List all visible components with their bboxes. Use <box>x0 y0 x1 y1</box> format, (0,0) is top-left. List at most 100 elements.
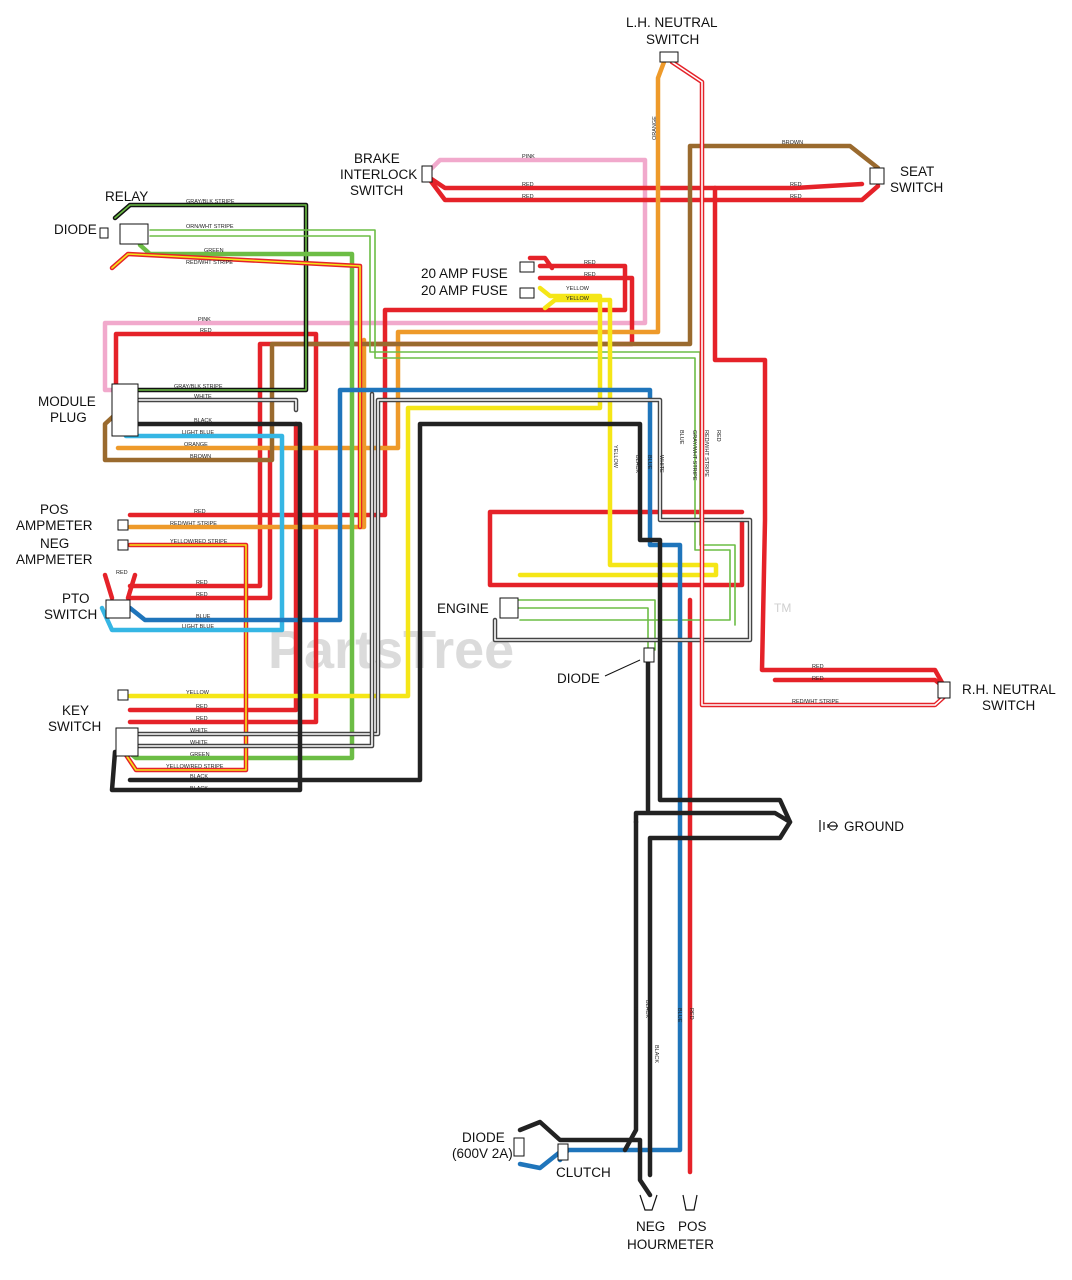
wire-label-white-key2: WHITE <box>190 740 208 746</box>
connectors <box>99 51 951 1211</box>
label-lh-neutral-2: SWITCH <box>646 32 699 47</box>
wire-label-black-h1: BLACK <box>632 1005 638 1023</box>
wire-label-red-wht-rh: RED/WHT STRIPE <box>792 699 839 705</box>
label-neg-amp-1: NEG <box>40 536 69 551</box>
wire-white-in <box>129 399 297 411</box>
wire-blue <box>127 387 683 1163</box>
label-hour-pos: POS <box>678 1219 707 1234</box>
wire-label-brown-m: BROWN <box>190 454 211 460</box>
connector-fuse-1 <box>519 261 535 273</box>
connector-lh-neutral <box>659 51 679 63</box>
wire-label-yellow-key: YELLOW <box>186 690 210 696</box>
wire-label-orange: ORANGE <box>652 116 658 140</box>
wire-black-key <box>127 421 793 1178</box>
wire-red-engine <box>487 509 745 588</box>
connector-diode <box>99 227 109 239</box>
wire-label-blue-pto: BLUE <box>196 614 211 620</box>
connector-neg-amp <box>117 539 129 551</box>
wire-red-key <box>127 421 299 713</box>
ground-symbol-icon <box>819 820 838 832</box>
wire-label-black-key2: BLACK <box>190 786 208 792</box>
wire-green-engine <box>514 599 656 651</box>
label-pto-1: PTO <box>62 591 90 606</box>
connector-engine-diode <box>643 647 655 663</box>
wire-label-blue-h: BLUE <box>676 1008 682 1023</box>
label-brake-1: BRAKE <box>354 151 400 166</box>
connector-rh-neutral <box>937 681 951 699</box>
label-brake-3: SWITCH <box>350 183 403 198</box>
wire-label-yellow-red-neg: YELLOW/RED STRIPE <box>170 539 228 545</box>
wire-red-pto <box>127 447 273 601</box>
trademark: TM <box>774 601 791 615</box>
wire-label-light-blue-m: LIGHT BLUE <box>182 430 214 436</box>
connector-hour-neg <box>639 1194 658 1211</box>
wire-label-red-wht: RED/WHT STRIPE <box>186 260 233 266</box>
label-diode600-2: (600V 2A) <box>452 1146 513 1161</box>
wire-green-engine2 <box>514 607 649 651</box>
wires <box>99 59 948 1198</box>
wire-label-yellow-f2: YELLOW <box>566 296 590 302</box>
wire-label-pink: PINK <box>522 154 535 160</box>
label-seat-1: SEAT <box>900 164 934 179</box>
wire-label-blue-v: BLUE <box>646 455 652 470</box>
wire-label-red-m: RED <box>200 328 212 334</box>
wire-brown <box>102 143 881 463</box>
wire-red-rh <box>772 677 948 691</box>
wire-label-green-key: GREEN <box>190 752 210 758</box>
wire-label-yellow-v: YELLOW <box>612 445 618 469</box>
wire-red-pto-top <box>102 572 115 601</box>
wire-label-white-v: WHITE <box>658 455 664 473</box>
wire-red-fuse <box>127 263 628 518</box>
wire-red-wht <box>669 59 948 708</box>
wire-red-fusetop <box>527 255 555 271</box>
wire-red-wht-in <box>671 61 946 706</box>
wire-label-red-rh2: RED <box>812 676 824 682</box>
wire-blue-clutch <box>517 1149 563 1171</box>
connector-seat <box>869 167 885 185</box>
wire-label-light-blue-pto: LIGHT BLUE <box>182 624 214 630</box>
wire-label-orn-wht: ORN/WHT STRIPE <box>186 224 234 230</box>
wire-label-yellow-f1: YELLOW <box>566 286 590 292</box>
wire-gray-blk-inner <box>114 204 307 391</box>
label-rh-neutral-2: SWITCH <box>982 698 1035 713</box>
wire-label-gray-wht-v: GRAY/WHT STRIPE <box>691 430 697 481</box>
connector-pto <box>105 599 131 619</box>
wire-label-red-rh1: RED <box>812 664 824 670</box>
wire-label-red-v: RED <box>715 430 721 442</box>
label-pto-2: SWITCH <box>44 607 97 622</box>
connector-clutch <box>557 1143 569 1161</box>
label-pos-amp-1: POS <box>40 502 69 517</box>
connector-pos-amp <box>117 519 129 531</box>
wire-yellow-eng <box>517 297 719 578</box>
label-pos-amp-2: AMPMETER <box>16 518 93 533</box>
wire-red-yel-relay-y <box>111 253 361 528</box>
wire-label-red-s2: RED <box>790 194 802 200</box>
wire-label-red-f1: RED <box>584 260 596 266</box>
wire-white-key-in <box>129 399 751 735</box>
wire-yellow <box>127 285 603 699</box>
wire-label-red-pto0: RED <box>116 570 128 576</box>
connector-relay <box>119 223 149 245</box>
wire-label-black-h3: BLACK <box>653 1045 659 1063</box>
wire-label-red-pto1: RED <box>196 580 208 586</box>
wire-label-red-f2: RED <box>584 272 596 278</box>
wire-label-black-m: BLACK <box>194 418 212 424</box>
wire-label-black-key1: BLACK <box>190 774 208 780</box>
wire-label-red-key1: RED <box>196 704 208 710</box>
wire-label-red-pos: RED <box>194 509 206 515</box>
wire-label-yellow-red-key: YELLOW/RED STRIPE <box>166 764 224 770</box>
wire-black-hour <box>622 819 639 1153</box>
wire-label-red-b1: RED <box>522 182 534 188</box>
wire-red-brake <box>427 175 865 191</box>
label-module-1: MODULE <box>38 394 96 409</box>
connector-brake <box>421 165 433 183</box>
connector-key <box>115 727 139 757</box>
label-seat-2: SWITCH <box>890 180 943 195</box>
wire-label-red-s1: RED <box>790 182 802 188</box>
label-hour-neg: NEG <box>636 1219 665 1234</box>
wire-label-red-pto2: RED <box>196 592 208 598</box>
wire-pink <box>102 157 648 393</box>
wire-red-vertical <box>712 185 948 691</box>
wire-label-pink-m: PINK <box>198 317 211 323</box>
